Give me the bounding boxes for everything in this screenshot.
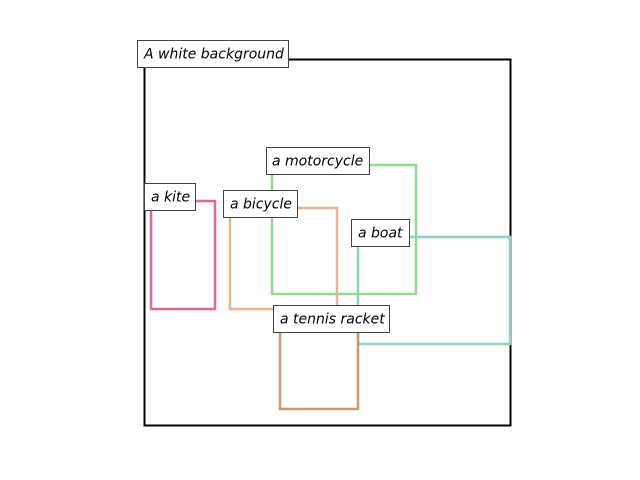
kite-label: a kite — [144, 183, 196, 211]
kite-label-text: a kite — [151, 190, 190, 206]
kite-box — [149, 199, 217, 311]
boat-label-text: a boat — [358, 226, 403, 242]
bicycle-label: a bicycle — [223, 190, 298, 218]
motorcycle-label-text: a motorcycle — [272, 154, 363, 170]
boat-label: a boat — [351, 219, 410, 247]
canvas-label-text: A white background — [143, 47, 284, 63]
boat-box — [356, 235, 512, 346]
bicycle-label-text: a bicycle — [230, 197, 292, 213]
tennis-racket-label-text: a tennis racket — [280, 312, 385, 328]
motorcycle-label: a motorcycle — [266, 147, 370, 175]
tennis-racket-box — [278, 320, 360, 411]
canvas-label: A white background — [137, 40, 289, 68]
tennis-racket-label: a tennis racket — [273, 305, 390, 333]
canvas-border — [143, 58, 512, 427]
